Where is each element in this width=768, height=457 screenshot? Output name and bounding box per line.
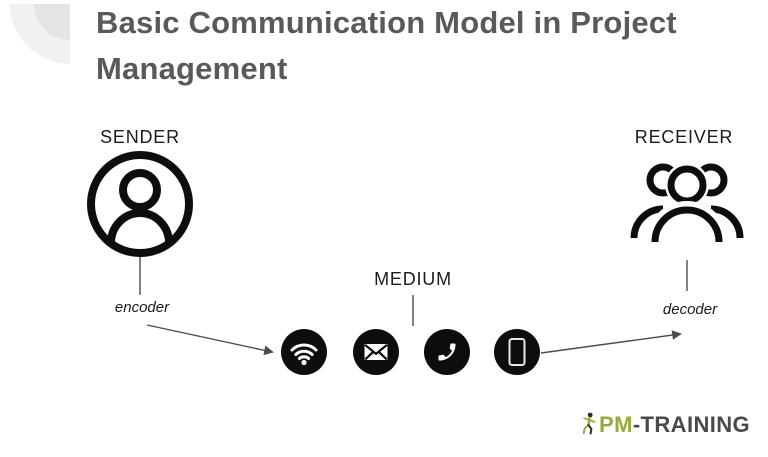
decoder-label: decoder [662, 301, 718, 318]
page-title: Basic Communication Model in Project Man… [96, 0, 764, 92]
logo-training-text: -TRAINING [632, 412, 751, 437]
person-icon [87, 151, 193, 257]
medium-label: MEDIUM [374, 269, 452, 289]
page-title-line2: Management [96, 51, 288, 86]
corner-decoration [10, 4, 70, 64]
mobile-icon [494, 329, 540, 375]
medium-to-decoder-arrow [540, 330, 682, 354]
encoder-label: encoder [114, 299, 170, 316]
group-icon [629, 163, 745, 250]
phone-icon [424, 329, 470, 375]
sender-label: SENDER [100, 127, 180, 147]
runner-icon [582, 412, 596, 435]
logo-pm-text: PM [599, 412, 633, 437]
page-title-line1: Basic Communication Model in Project [96, 5, 677, 40]
receiver-label: RECEIVER [634, 127, 734, 147]
wifi-icon [281, 329, 327, 375]
encoder-to-medium-arrow [146, 324, 274, 356]
pm-training-logo: PM-TRAINING [582, 412, 750, 438]
email-icon [353, 329, 399, 375]
